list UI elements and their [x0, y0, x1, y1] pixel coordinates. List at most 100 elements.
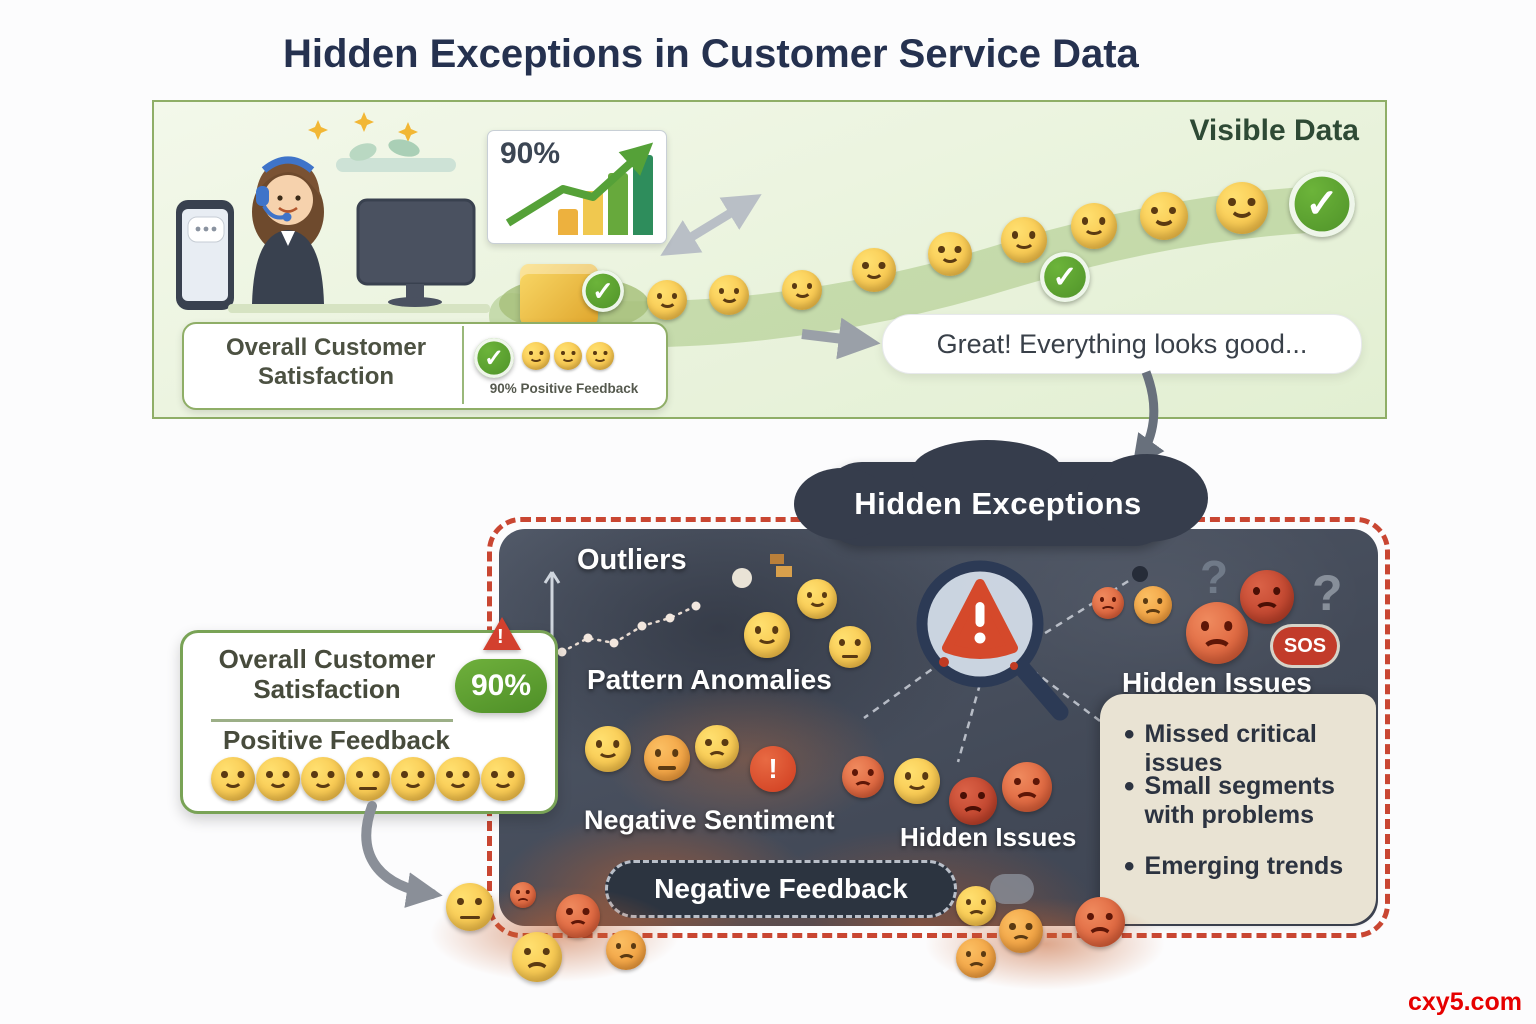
happy-face-icon: [647, 280, 687, 320]
outlier-chart: [543, 571, 701, 664]
bullet-dot: •: [1124, 850, 1135, 883]
bar-1: [558, 209, 578, 235]
happy-face-icon: [852, 248, 896, 292]
positive-feedback-label: Positive Feedback: [223, 725, 450, 755]
issue-text: Emerging trends: [1144, 852, 1344, 880]
bullet-dot: •: [1124, 770, 1135, 803]
happy-face-icon: [586, 342, 614, 370]
hidden-exceptions-cloud: Hidden Exceptions: [794, 440, 1208, 546]
hidden-issues-top-label: Hidden Issues: [1122, 667, 1312, 698]
headset-band-icon: [261, 156, 315, 173]
neutral-face-icon: [644, 735, 690, 781]
agent-face: [263, 175, 313, 225]
sad-face-icon: [512, 932, 562, 982]
satisfaction-badge: 90%: [455, 659, 547, 713]
desk: [228, 304, 490, 313]
happy-face-icon: [1140, 192, 1188, 240]
satisfaction-summary-label: Overall Customer Satisfaction: [225, 334, 427, 390]
satisfaction-card: Overall Customer Satisfaction 90% Positi…: [180, 617, 558, 814]
sad-face-icon: [956, 886, 996, 926]
headset-mic-icon: [282, 212, 292, 222]
happy-face-icon: [709, 275, 749, 315]
happy-face-icon: [522, 342, 550, 370]
happy-face-icon: [1071, 203, 1117, 249]
angry-face-icon: [1186, 602, 1248, 664]
hidden-exceptions-label: Hidden Exceptions: [854, 486, 1142, 521]
issue-item: • Emerging trends: [1124, 852, 1352, 882]
happy-face-icon: [894, 758, 940, 804]
issue-item: • Small segments with problems: [1124, 772, 1352, 830]
speech-bubble-text: Great! Everything looks good...: [936, 328, 1308, 359]
speech-bubble: Great! Everything looks good...: [882, 314, 1362, 374]
anomaly-block: [776, 566, 792, 577]
page-title: Hidden Exceptions in Customer Service Da…: [283, 32, 1139, 76]
happy-face-icon: [585, 726, 631, 772]
positive-feedback-caption: 90% Positive Feedback: [489, 381, 639, 396]
issue-item: • Missed critical issues: [1124, 720, 1352, 778]
sad-face-icon: [606, 930, 646, 970]
negative-sentiment-label: Negative Sentiment: [584, 805, 835, 835]
bullet-dot: •: [1124, 718, 1135, 751]
cloud-bump: [912, 440, 1062, 502]
sad-face-icon: [999, 909, 1043, 953]
check-icon: ✓: [1040, 252, 1090, 302]
hidden-exceptions-panel: Outliers Pattern Anomalies Hidden Issues…: [487, 517, 1390, 938]
pattern-anomalies-label: Pattern Anomalies: [587, 664, 832, 695]
leaf-icon: [349, 143, 377, 161]
outlier-dot: [732, 568, 752, 588]
neutral-face-icon: [446, 883, 494, 931]
happy-face-icon: [782, 270, 822, 310]
magnifier-warning-icon: [916, 560, 1069, 721]
neutral-face-icon: [346, 757, 390, 801]
double-arrow-icon: [660, 194, 762, 256]
agent-body: [252, 230, 324, 304]
bubble-arrow-icon: [801, 317, 881, 360]
happy-face-icon: [797, 579, 837, 619]
watermark: cxy5.com: [1408, 988, 1522, 1016]
sparkle-icon: [354, 112, 374, 132]
issue-text: Missed critical issues: [1144, 720, 1317, 777]
chart-percentage: 90%: [500, 137, 561, 170]
angry-face-icon: [1075, 897, 1125, 947]
happy-face-icon: [744, 612, 790, 658]
warning-triangle-icon: !: [483, 617, 521, 650]
monitor-icon: [356, 198, 476, 286]
angry-face-icon: [949, 777, 997, 825]
satisfaction-card-title: Overall Customer Satisfaction: [218, 644, 436, 704]
question-mark-icon: ?: [1200, 551, 1229, 603]
satisfaction-summary-box: Overall Customer Satisfaction ✓ 90% Posi…: [182, 322, 668, 410]
check-icon: ✓: [582, 270, 624, 312]
sparkle-icon: [308, 120, 328, 140]
sos-badge: SOS: [1273, 627, 1337, 665]
happy-face-icon: [481, 757, 525, 801]
headset-earcup-icon: [256, 186, 269, 206]
issues-summary-panel: • Missed critical issues • Small segment…: [1100, 694, 1376, 924]
visible-data-panel: Visible Data: [152, 100, 1387, 419]
happy-face-icon: [928, 232, 972, 276]
alert-circle-icon: !: [750, 746, 796, 792]
curved-arrow-icon: [361, 801, 443, 908]
bar-3: [608, 173, 628, 235]
angry-face-icon: [510, 882, 536, 908]
happy-face-icon: [301, 757, 345, 801]
angry-face-icon: [556, 894, 600, 938]
sad-face-icon: [956, 938, 996, 978]
angry-face-icon: [842, 756, 884, 798]
sad-face-icon: [695, 725, 739, 769]
bar-2: [583, 191, 603, 235]
anomaly-connectors: [543, 554, 1148, 763]
shelf-decor: [336, 158, 456, 172]
node-dot: [1132, 566, 1148, 582]
check-icon: ✓: [1289, 171, 1355, 237]
negative-feedback-bubble: Negative Feedback: [605, 860, 957, 918]
visible-data-label: Visible Data: [1189, 114, 1359, 147]
happy-face-icon: [1001, 217, 1047, 263]
happy-face-icon: [391, 757, 435, 801]
hidden-issues-bottom-label: Hidden Issues: [900, 822, 1077, 852]
happy-face-icon: [436, 757, 480, 801]
question-mark-icon: ?: [1312, 565, 1343, 621]
outliers-label: Outliers: [577, 544, 687, 576]
leaf-icon: [388, 139, 420, 157]
happy-face-icon: [554, 342, 582, 370]
